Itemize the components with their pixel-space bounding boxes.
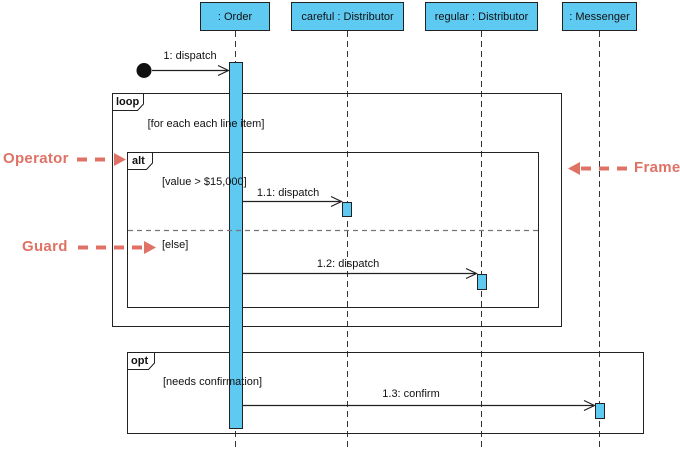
loop-operator-label: loop [116,96,140,108]
lifeline-head-careful-distributor: careful : Distributor [291,2,404,31]
activation-careful-distributor [342,202,352,217]
activation-regular-distributor [477,274,487,290]
guard-annotation-label: Guard [22,238,68,255]
activation-messenger [595,403,605,419]
lifeline-head-careful-distributor-label: careful : Distributor [301,10,394,23]
frame-annotation-arrowhead-icon [568,162,580,175]
alt-operator-label: alt [132,155,145,167]
opt-fragment-frame [127,352,644,434]
message-1-1-label: 1.1: dispatch [256,187,320,199]
frame-annotation-label: Frame [634,159,680,176]
lifeline-head-regular-distributor: regular : Distributor [425,2,538,31]
message-1-2-label: 1.2: dispatch [316,258,380,270]
alt-guard2-label: [else] [162,239,189,251]
activation-order [229,62,243,429]
lifeline-head-order: : Order [200,2,270,31]
alt-guard1-label: [value > $15,000] [162,176,247,188]
lifeline-head-messenger-label: : Messenger [569,10,630,23]
message-1-arrowhead-icon [217,64,230,77]
operator-annotation-label: Operator [3,150,69,167]
lifeline-head-regular-distributor-label: regular : Distributor [434,10,529,23]
opt-operator-label: opt [131,355,149,367]
lifeline-head-messenger: : Messenger [562,2,637,31]
opt-guard-label: [needs confirmation] [163,376,263,388]
loop-fragment-frame [112,93,562,327]
alt-fragment-frame [127,152,539,308]
message-1-label: 1: dispatch [163,50,217,62]
found-message-circle-icon [136,63,152,78]
message-1-3-label: 1.3: confirm [382,388,440,400]
loop-guard-label: [for each each line item] [147,118,265,130]
lifeline-head-order-label: : Order [217,10,253,23]
